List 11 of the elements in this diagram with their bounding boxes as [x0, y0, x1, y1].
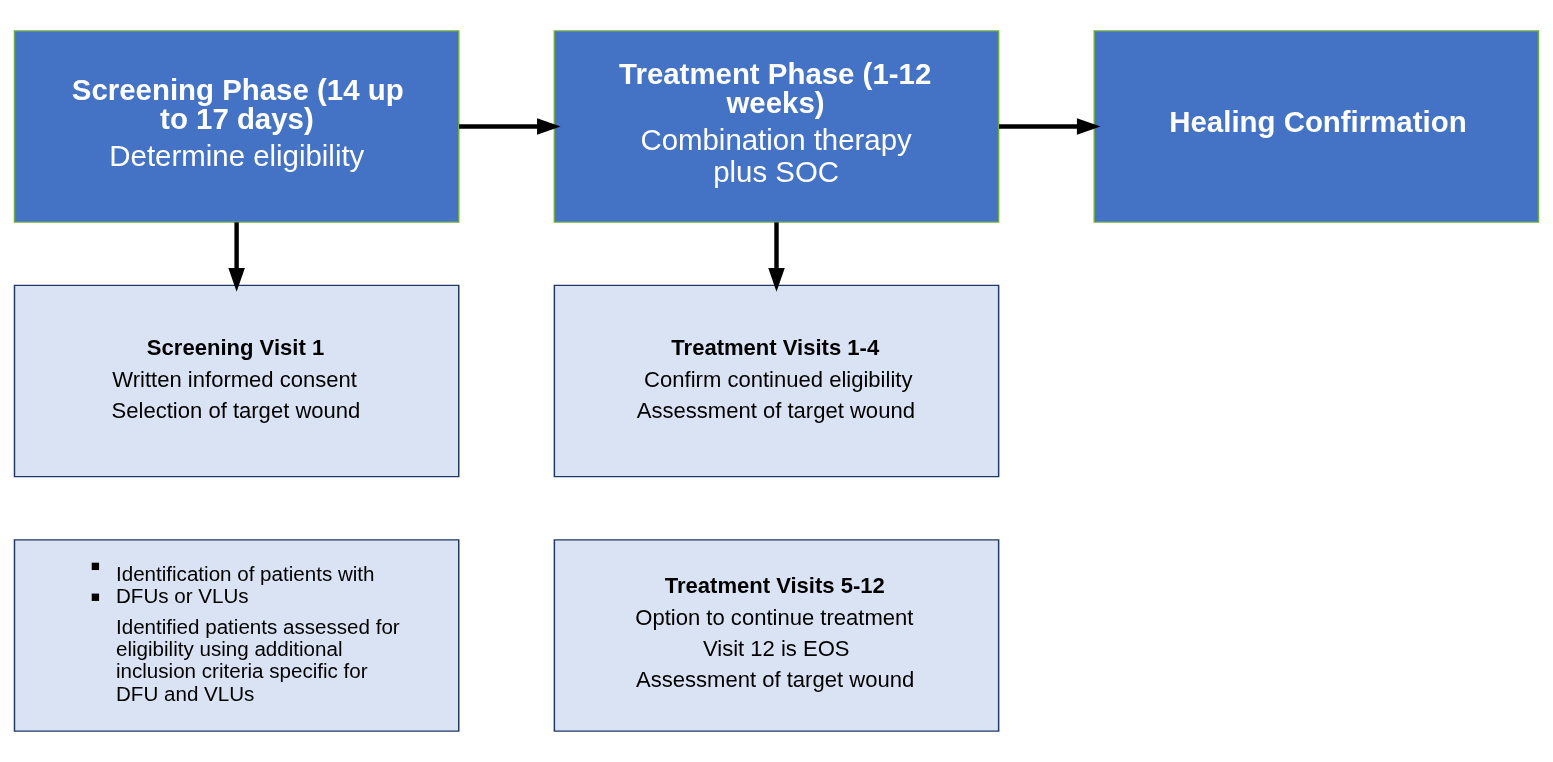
arrow [228, 222, 245, 292]
node-box: Treatment Visits 1-4 Confirm continued eligibility Assessment of target wound [553, 284, 1000, 478]
arrow [768, 222, 785, 292]
node-box: Treatment Phase (1-12 weeks) Combination therapy plus SOC [553, 30, 1000, 223]
node-box: Healing Confirmation [1093, 30, 1540, 223]
node-box: Identification of patients with DFUs or VLUs Identified patients assessed for eligibility using additional inclusion criteria specific for DFU and VLUs [13, 539, 460, 732]
node-box: Treatment Visits 5-12 Option to continue treatment Visit 12 is EOS Assessment of target wound [553, 539, 1000, 732]
node-box: Screening Phase (14 up to 17 days) Determine eligibility [13, 30, 460, 223]
arrow [999, 118, 1101, 135]
node-box: Screening Visit 1 Written informed consent Selection of target wound [13, 284, 460, 478]
arrow [459, 118, 561, 135]
